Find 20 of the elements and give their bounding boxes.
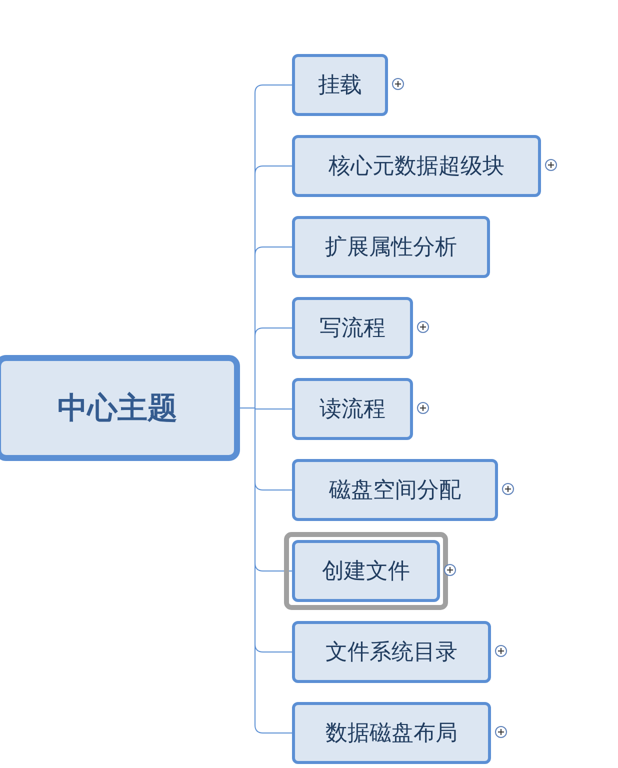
- central-topic-box: [0, 355, 240, 461]
- subtopic-label: 数据磁盘布局: [326, 720, 458, 748]
- subtopic-label: 文件系统目录: [326, 639, 458, 667]
- central-topic-label: 中心主题: [58, 390, 178, 428]
- subtopic-box: [292, 540, 440, 602]
- subtopic-box: [292, 216, 490, 278]
- subtopic-label: 挂载: [318, 72, 362, 100]
- subtopic-box: [292, 621, 491, 683]
- subtopic-box: [292, 459, 498, 521]
- subtopic-box: [292, 702, 491, 764]
- subtopic-label: 磁盘空间分配: [329, 477, 461, 505]
- subtopic-box: [292, 54, 388, 116]
- subtopic-box: [292, 378, 413, 440]
- subtopic-label: 创建文件: [322, 558, 410, 586]
- subtopic-label: 核心元数据超级块: [328, 153, 504, 181]
- subtopic-box: [292, 297, 413, 359]
- subtopic-box: [292, 135, 541, 197]
- subtopic-label: 扩展属性分析: [325, 234, 457, 262]
- subtopic-label: 写流程: [320, 315, 386, 343]
- subtopic-label: 读流程: [320, 396, 386, 424]
